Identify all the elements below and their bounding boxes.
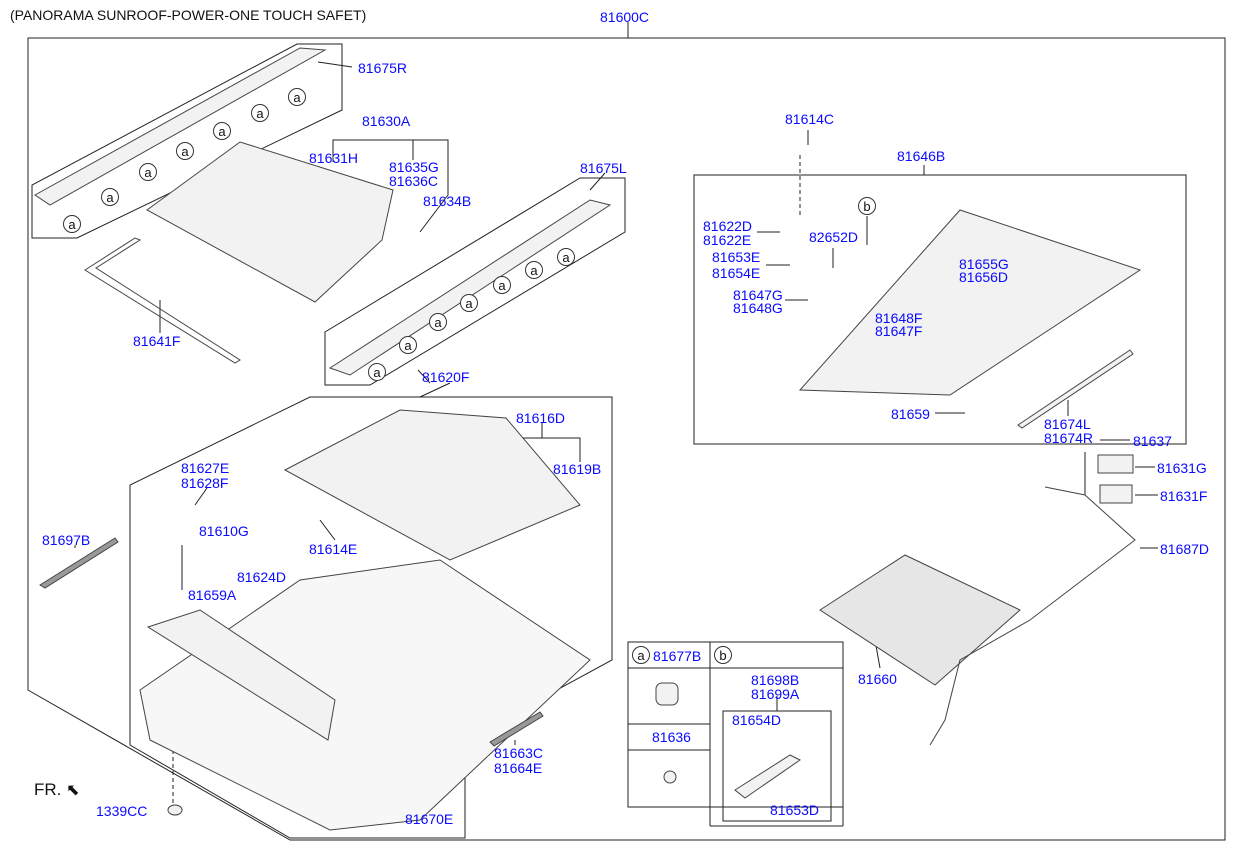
part-81635G[interactable]: 81635G [389,159,439,175]
roof-panel [139,559,591,831]
sunshade-roller-blind [819,554,1021,686]
callout-marker-a: a [101,188,119,206]
part-81614C[interactable]: 81614C [785,111,835,127]
part-81614E[interactable]: 81614E [309,541,358,557]
part-81637[interactable]: 81637 [1133,433,1172,449]
callout-marker-a: a [176,142,194,160]
callout-marker-a: a [429,313,447,331]
part-81664E[interactable]: 81664E [494,760,543,776]
roof-molding-left [328,199,612,376]
part-81655G[interactable]: 81655G [959,256,1009,272]
callout-marker-a: a [288,88,306,106]
roof-molding-right [34,47,327,206]
legend-marker-b: b [714,646,732,664]
part-81634B[interactable]: 81634B [423,193,472,209]
callout-marker-a: a [213,122,231,140]
part-81663C[interactable]: 81663C [494,745,544,761]
part-81659[interactable]: 81659 [891,406,930,422]
box-81620F [129,396,613,839]
callout-marker-b: b [858,197,876,215]
front-label-text: FR. [34,780,62,799]
main-assembly-box [27,30,1226,841]
box-81646B [693,174,1187,445]
callout-marker-a: a [399,336,417,354]
part-81670E[interactable]: 81670E [405,811,454,827]
part-81653E[interactable]: 81653E [712,249,761,265]
part-81660[interactable]: 81660 [858,671,897,687]
part-81659A[interactable]: 81659A [188,587,237,603]
part-81610G[interactable]: 81610G [199,523,249,539]
part-81600C[interactable]: 81600C [600,9,650,25]
callout-marker-a: a [63,215,81,233]
callout-marker-a: a [557,248,575,266]
part-81631H[interactable]: 81631H [309,150,359,166]
part-81654E[interactable]: 81654E [712,265,761,281]
callout-marker-a: a [460,294,478,312]
bracket-81698B [734,754,801,799]
diagram-title: (PANORAMA SUNROOF-POWER-ONE TOUCH SAFET) [10,7,367,23]
legend-part-81636[interactable]: 81636 [652,729,691,745]
part-81636C[interactable]: 81636C [389,173,439,189]
grommet-1339CC [167,804,183,816]
part-81647G[interactable]: 81647G [733,287,783,303]
strip-81674 [1017,349,1134,429]
glass-panel-front [146,141,394,303]
callout-marker-a: a [493,276,511,294]
clip-81636 [663,770,677,784]
legend-part-81653D[interactable]: 81653D [770,802,820,818]
part-81648G[interactable]: 81648G [733,300,783,316]
part-81622D[interactable]: 81622D [703,218,753,234]
part-81646B[interactable]: 81646B [897,148,946,164]
legend-part-81698B[interactable]: 81698B [751,672,800,688]
drain-hose-cable [929,486,1136,746]
part-81656D[interactable]: 81656D [959,269,1009,285]
part-81641F[interactable]: 81641F [133,333,181,349]
sunroof-frame [798,209,1142,396]
part-81628F[interactable]: 81628F [181,475,229,491]
legend-part-81677B[interactable]: 81677B [653,648,702,664]
part-81647F[interactable]: 81647F [875,323,923,339]
callout-marker-a: a [525,261,543,279]
box-81675L [324,177,626,386]
glass-81659A [146,609,336,741]
part-81624D[interactable]: 81624D [237,569,287,585]
legend-marker-a: a [632,646,650,664]
weatherstrip-81641F [84,237,241,364]
part-81619B[interactable]: 81619B [553,461,602,477]
part-81630A[interactable]: 81630A [362,113,411,129]
part-82652D[interactable]: 82652D [809,229,859,245]
callout-marker-a: a [251,104,269,122]
legend-part-81654D[interactable]: 81654D [732,712,782,728]
part-81616D[interactable]: 81616D [516,410,566,426]
part-81675L[interactable]: 81675L [580,160,627,176]
part-81631G[interactable]: 81631G [1157,460,1207,476]
front-direction-label: FR. ⬉ [34,780,80,800]
part-81622E[interactable]: 81622E [703,232,752,248]
front-arrow-icon: ⬉ [66,782,80,799]
part-81631F[interactable]: 81631F [1160,488,1208,504]
motor-81631F [1099,484,1133,504]
part-81674R[interactable]: 81674R [1044,430,1094,446]
motor-81631G [1097,454,1134,474]
strip-81663C [489,711,544,747]
callout-marker-a: a [368,363,386,381]
part-81675R[interactable]: 81675R [358,60,408,76]
part-81620F[interactable]: 81620F [422,369,470,385]
part-1339CC[interactable]: 1339CC [96,803,148,819]
legend-part-81699A[interactable]: 81699A [751,686,800,702]
strip-81697B [39,537,119,589]
part-81687D[interactable]: 81687D [1160,541,1210,557]
part-81648F[interactable]: 81648F [875,310,923,326]
callout-marker-a: a [139,163,157,181]
clip-81677B [655,682,679,706]
part-81627E[interactable]: 81627E [181,460,230,476]
glass-panel-rear [283,409,581,561]
part-81697B[interactable]: 81697B [42,532,91,548]
part-81674L[interactable]: 81674L [1044,416,1091,432]
box-81675R [31,43,343,239]
